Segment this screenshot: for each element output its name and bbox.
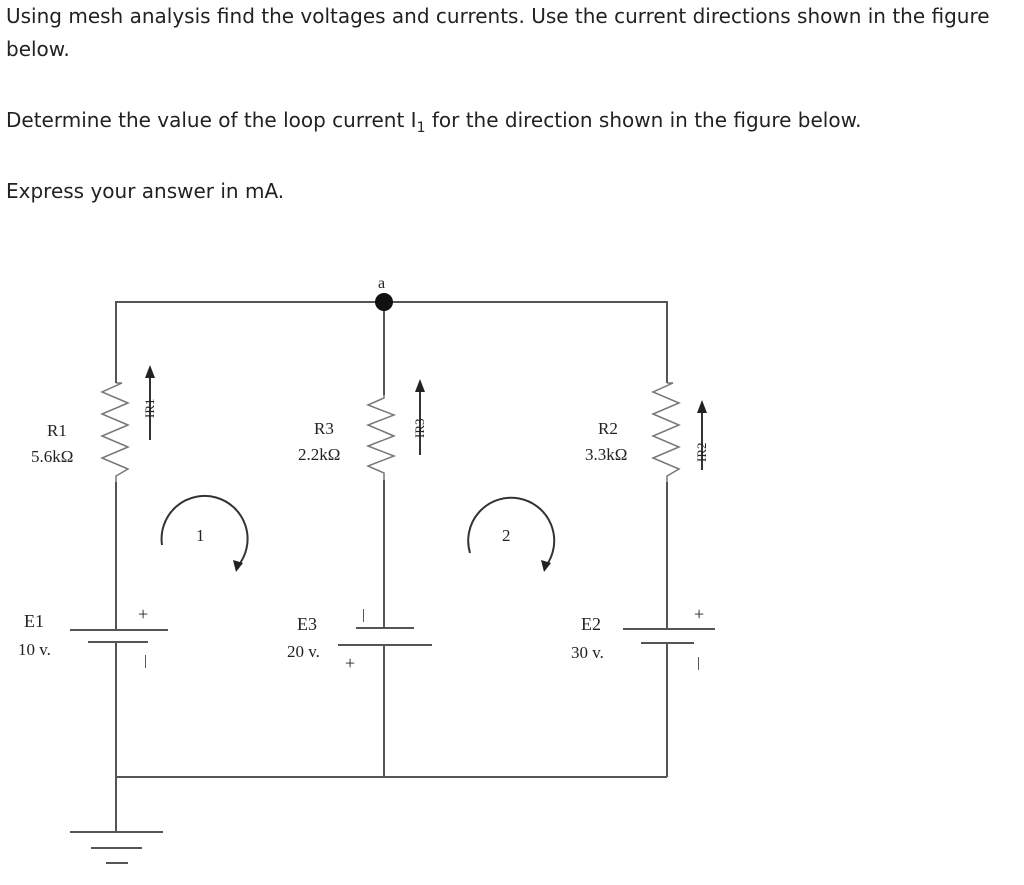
- e3-minus: |: [362, 607, 365, 623]
- question-prompt: Determine the value of the loop current …: [6, 104, 861, 145]
- e3-plus: +: [345, 653, 355, 673]
- ir2-label: IR2: [694, 443, 709, 463]
- loop-1-arrow: [160, 494, 249, 572]
- ir1-label: IR1: [142, 399, 157, 419]
- r1-value: 5.6kΩ: [31, 447, 73, 466]
- loop-1-label: 1: [196, 526, 205, 545]
- prompt-text-after: for the direction shown in the figure be…: [425, 108, 862, 132]
- r2-label: R2: [598, 419, 618, 438]
- e2-plus: +: [694, 604, 704, 624]
- e1-value: 10 v.: [18, 640, 51, 659]
- ir3-label: IR3: [412, 419, 427, 439]
- e1-label: E1: [24, 611, 44, 631]
- e2-label: E2: [581, 614, 601, 634]
- ir1-arrow: [145, 365, 155, 440]
- e3-value: 20 v.: [287, 642, 320, 661]
- node-a-dot: [375, 293, 393, 311]
- r2-resistor: [651, 382, 681, 482]
- e1-plus: +: [138, 604, 148, 624]
- e2-battery: [623, 628, 715, 644]
- loop-2-label: 2: [502, 526, 511, 545]
- r3-resistor: [365, 395, 397, 480]
- ground-symbol: [70, 831, 163, 864]
- e3-battery: [338, 627, 432, 646]
- r3-value: 2.2kΩ: [298, 445, 340, 464]
- e3-label: E3: [297, 614, 317, 634]
- loop-2-arrow: [467, 496, 556, 572]
- circuit-wires: [115, 301, 668, 832]
- node-a-label: a: [378, 275, 385, 292]
- e1-battery: [70, 629, 168, 643]
- answer-units-instruction: Express your answer in mA.: [6, 179, 285, 203]
- ir3-arrow: [415, 379, 425, 455]
- prompt-text-before: Determine the value of the loop current: [6, 108, 411, 132]
- r3-label: R3: [314, 419, 334, 438]
- ir2-arrow: [697, 400, 707, 470]
- e2-minus: |: [697, 655, 700, 671]
- loop-current-subscript: 1: [416, 120, 426, 136]
- e2-value: 30 v.: [571, 643, 604, 662]
- r1-label: R1: [47, 421, 67, 440]
- loop-current-symbol: I: [410, 108, 417, 132]
- r1-resistor: [100, 382, 130, 482]
- r2-value: 3.3kΩ: [585, 445, 627, 464]
- question-text: Using mesh analysis find the voltages an…: [6, 4, 990, 61]
- e1-minus: |: [144, 653, 147, 669]
